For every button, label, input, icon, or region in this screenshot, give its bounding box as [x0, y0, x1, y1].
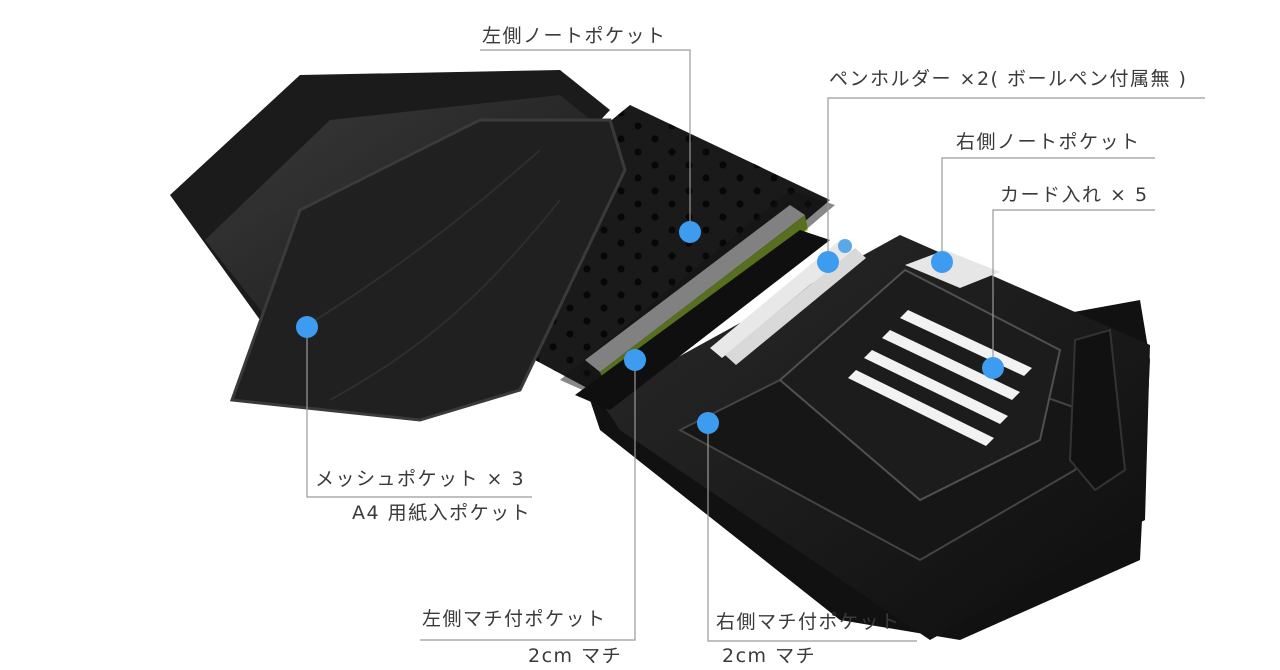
- mesh-pocket-front: [229, 118, 627, 422]
- marker-card-slots: [982, 357, 1004, 379]
- label-right-gusset-pocket: 右側マチ付ポケット: [716, 611, 901, 633]
- marker-dots: [296, 221, 1004, 434]
- label-left-gusset-depth: 2cm マチ: [528, 645, 623, 667]
- leader-right-note: [941, 157, 1155, 262]
- marker-left-gusset: [624, 349, 646, 371]
- leader-mesh: [306, 327, 532, 498]
- right-note-pocket-edge: [905, 250, 1000, 288]
- marker-pen-holder: [817, 251, 839, 273]
- label-a4-pocket: A4 用紙入ポケット: [352, 502, 532, 524]
- leader-left-note: [480, 49, 691, 232]
- pens: [710, 239, 866, 365]
- label-left-gusset-pocket: 左側マチ付ポケット: [422, 608, 607, 630]
- marker-mesh: [296, 316, 318, 338]
- label-right-gusset-depth: 2cm マチ: [722, 645, 817, 667]
- leader-card-slots: [992, 209, 1155, 368]
- left-note-pocket-flap: [560, 190, 835, 400]
- marker-right-gusset: [697, 412, 719, 434]
- card-slot-stripes: [848, 310, 1032, 446]
- label-pen-holder: ペンホルダー ×2( ボールペン付属無 ): [829, 68, 1188, 90]
- leader-pen-holder: [827, 97, 1205, 262]
- marker-left-note: [679, 221, 701, 243]
- label-left-note-pocket: 左側ノートポケット: [482, 25, 667, 47]
- label-mesh-pocket: メッシュポケット × 3: [315, 468, 526, 490]
- label-card-slots: カード入れ × 5: [1000, 184, 1149, 206]
- marker-right-note: [931, 251, 953, 273]
- closure-strap: [1068, 328, 1127, 492]
- label-right-note-pocket: 右側ノートポケット: [956, 131, 1141, 153]
- leader-right-gusset: [707, 423, 917, 642]
- leader-left-gusset: [420, 360, 636, 641]
- leader-lines: [306, 49, 1205, 642]
